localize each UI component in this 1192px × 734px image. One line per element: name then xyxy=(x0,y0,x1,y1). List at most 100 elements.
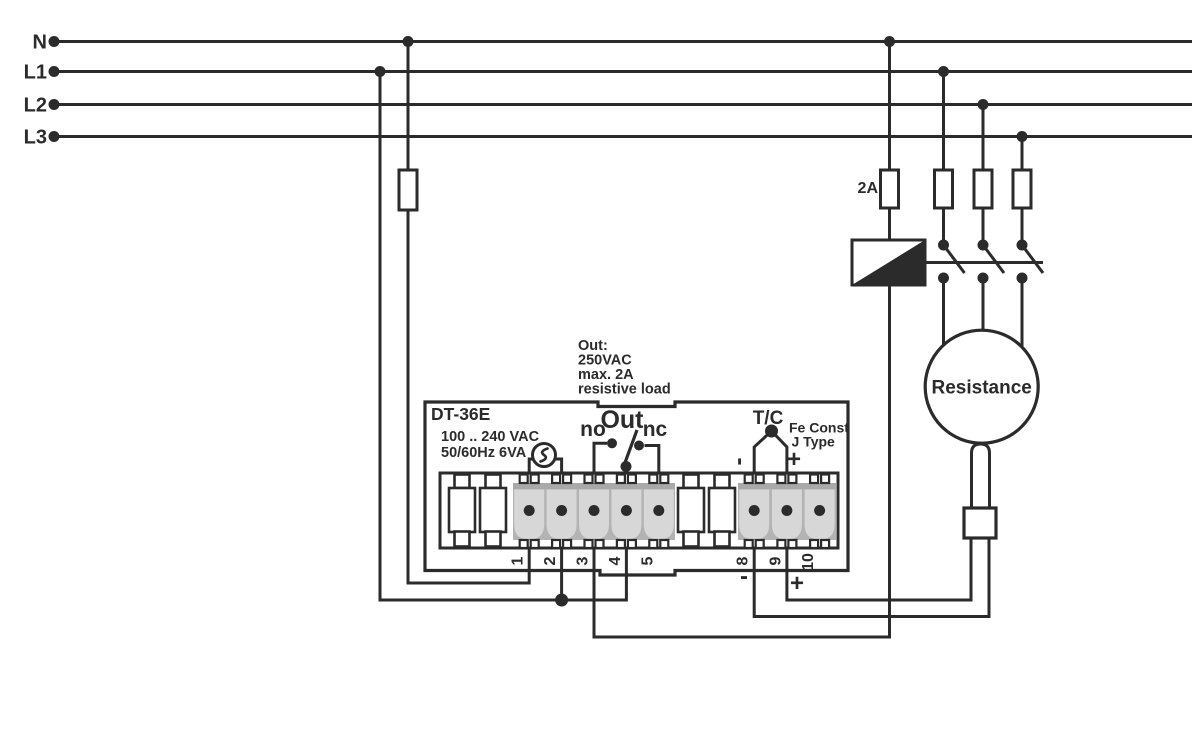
sensor-wire-plus xyxy=(785,538,973,602)
bus-label-l3: L3 xyxy=(24,127,47,149)
thermocouple-probe xyxy=(752,442,998,618)
output-note-line3: max. 2A xyxy=(578,367,634,383)
wire-n-to-coil xyxy=(592,41,891,639)
junction-dot-terminal2 xyxy=(555,593,569,607)
blank-slot xyxy=(447,473,477,548)
blank-terminal-slots xyxy=(447,473,737,548)
tap-dot-n xyxy=(402,36,414,47)
output-note-line2: 250VAC xyxy=(578,353,632,369)
terminal-number-5: 5 xyxy=(639,556,656,565)
output-note: Out: 250VAC max. 2A resistive load xyxy=(578,338,671,398)
tc-legs xyxy=(752,429,789,473)
relay-nc-dot xyxy=(634,440,644,451)
power-contacts xyxy=(933,66,1045,360)
fuse-l2-icon xyxy=(972,168,994,210)
contactor-coil-triangle xyxy=(852,240,925,285)
contact-dot xyxy=(977,239,989,251)
terminal-number-3: 3 xyxy=(575,556,592,565)
terminal-number-2: 2 xyxy=(542,556,559,565)
bus-dot-n xyxy=(48,36,60,47)
terminal-screw xyxy=(781,505,793,516)
contact-dot xyxy=(1016,239,1028,251)
terminal-screw xyxy=(588,505,600,516)
terminal-screw xyxy=(523,505,535,516)
ac-supply-symbol xyxy=(527,442,564,473)
fuse-2a-label: 2A xyxy=(858,180,879,197)
relay-nc-label: nc xyxy=(643,418,668,441)
bus-dot-l3 xyxy=(48,131,60,142)
terminal-screw xyxy=(748,505,760,516)
terminal-group-band xyxy=(738,483,836,489)
terminal-group-left xyxy=(513,483,675,540)
terminal-strip: 1 2 3 4 5 8 9 10 xyxy=(438,471,840,571)
tc-dot xyxy=(765,424,778,438)
fuse-l3-icon xyxy=(1011,168,1033,210)
thermocouple-input: T/C Fe Const J Type - + xyxy=(725,408,849,473)
blank-slot xyxy=(676,473,706,548)
tap-dot-l1-right xyxy=(938,66,949,77)
device-model: DT-36E xyxy=(431,404,490,424)
relay-no-label: no xyxy=(580,418,606,441)
tc-type-line1: Fe Const xyxy=(789,420,849,436)
ac-sine-icon xyxy=(539,447,549,463)
tc-label: T/C xyxy=(753,408,784,429)
tap-dot-n-right xyxy=(884,36,895,47)
contact-dot xyxy=(938,272,949,284)
output-note-line4: resistive load xyxy=(578,382,671,398)
terminal-number-8: 8 xyxy=(735,556,752,565)
bus-label-n: N xyxy=(33,32,47,54)
sensor-minus-label: - xyxy=(740,563,748,590)
bus-dot-l2 xyxy=(48,99,60,110)
contact-dot xyxy=(977,272,989,284)
device-supply-line1: 100 .. 240 VAC xyxy=(441,429,540,445)
terminal-number-9: 9 xyxy=(767,556,784,565)
control-branch: 2A xyxy=(592,36,1043,639)
blank-slot xyxy=(478,473,508,548)
heater-load: Resistance xyxy=(923,328,1040,445)
fuse-l1-icon xyxy=(933,168,954,210)
power-bus: N L1 L2 L3 xyxy=(24,32,1192,149)
tap-dot-l3-right xyxy=(1016,131,1028,142)
terminal-screw xyxy=(814,505,826,516)
relay-common-dot xyxy=(620,461,632,472)
dt36e-device: DT-36E 100 .. 240 VAC 50/60Hz 6VA xyxy=(431,404,849,597)
probe-head xyxy=(962,506,998,540)
contact-dot xyxy=(938,239,949,251)
terminal-number-10: 10 xyxy=(800,553,817,571)
bus-label-l2: L2 xyxy=(24,95,47,117)
fuse-2a-icon xyxy=(879,168,900,210)
tap-dot-l1 xyxy=(374,66,386,77)
supply-branch xyxy=(374,36,628,607)
relay-nc-wire xyxy=(644,444,661,473)
probe-tube xyxy=(970,442,991,510)
terminal-number-1: 1 xyxy=(510,556,527,565)
sensor-wire-minus xyxy=(752,538,991,618)
relay-output: no Out nc xyxy=(580,406,668,473)
relay-out-label: Out xyxy=(600,406,644,434)
bus-dot-l1 xyxy=(48,66,60,77)
fuse-supply-icon xyxy=(397,168,419,212)
sensor-plus-label: + xyxy=(790,570,804,597)
output-note-line1: Out: xyxy=(578,338,608,354)
terminal-clamp-tabs xyxy=(518,473,831,550)
relay-no-wire xyxy=(592,441,607,473)
relay-no-dot xyxy=(607,438,617,449)
terminal-screw xyxy=(620,505,632,516)
terminal-number-4: 4 xyxy=(607,556,624,565)
contact-blade-3 xyxy=(1020,244,1045,274)
terminal-screw xyxy=(556,505,568,516)
contact-blade-1 xyxy=(942,244,966,274)
bus-label-l1: L1 xyxy=(24,62,47,84)
terminal-group-right xyxy=(738,483,836,540)
tc-plus-label: + xyxy=(787,446,801,473)
relay-blade xyxy=(622,429,639,465)
terminal-screw xyxy=(653,505,665,516)
device-supply-line2: 50/60Hz 6VA xyxy=(441,445,527,461)
wire-n-to-terminal1 xyxy=(406,41,531,585)
wire-l1-to-terminal2-4 xyxy=(378,71,628,602)
contact-dot xyxy=(1016,272,1028,284)
tc-minus-label: - xyxy=(725,458,752,466)
tc-type-line2: J Type xyxy=(792,434,836,450)
resistance-label: Resistance xyxy=(932,378,1032,399)
